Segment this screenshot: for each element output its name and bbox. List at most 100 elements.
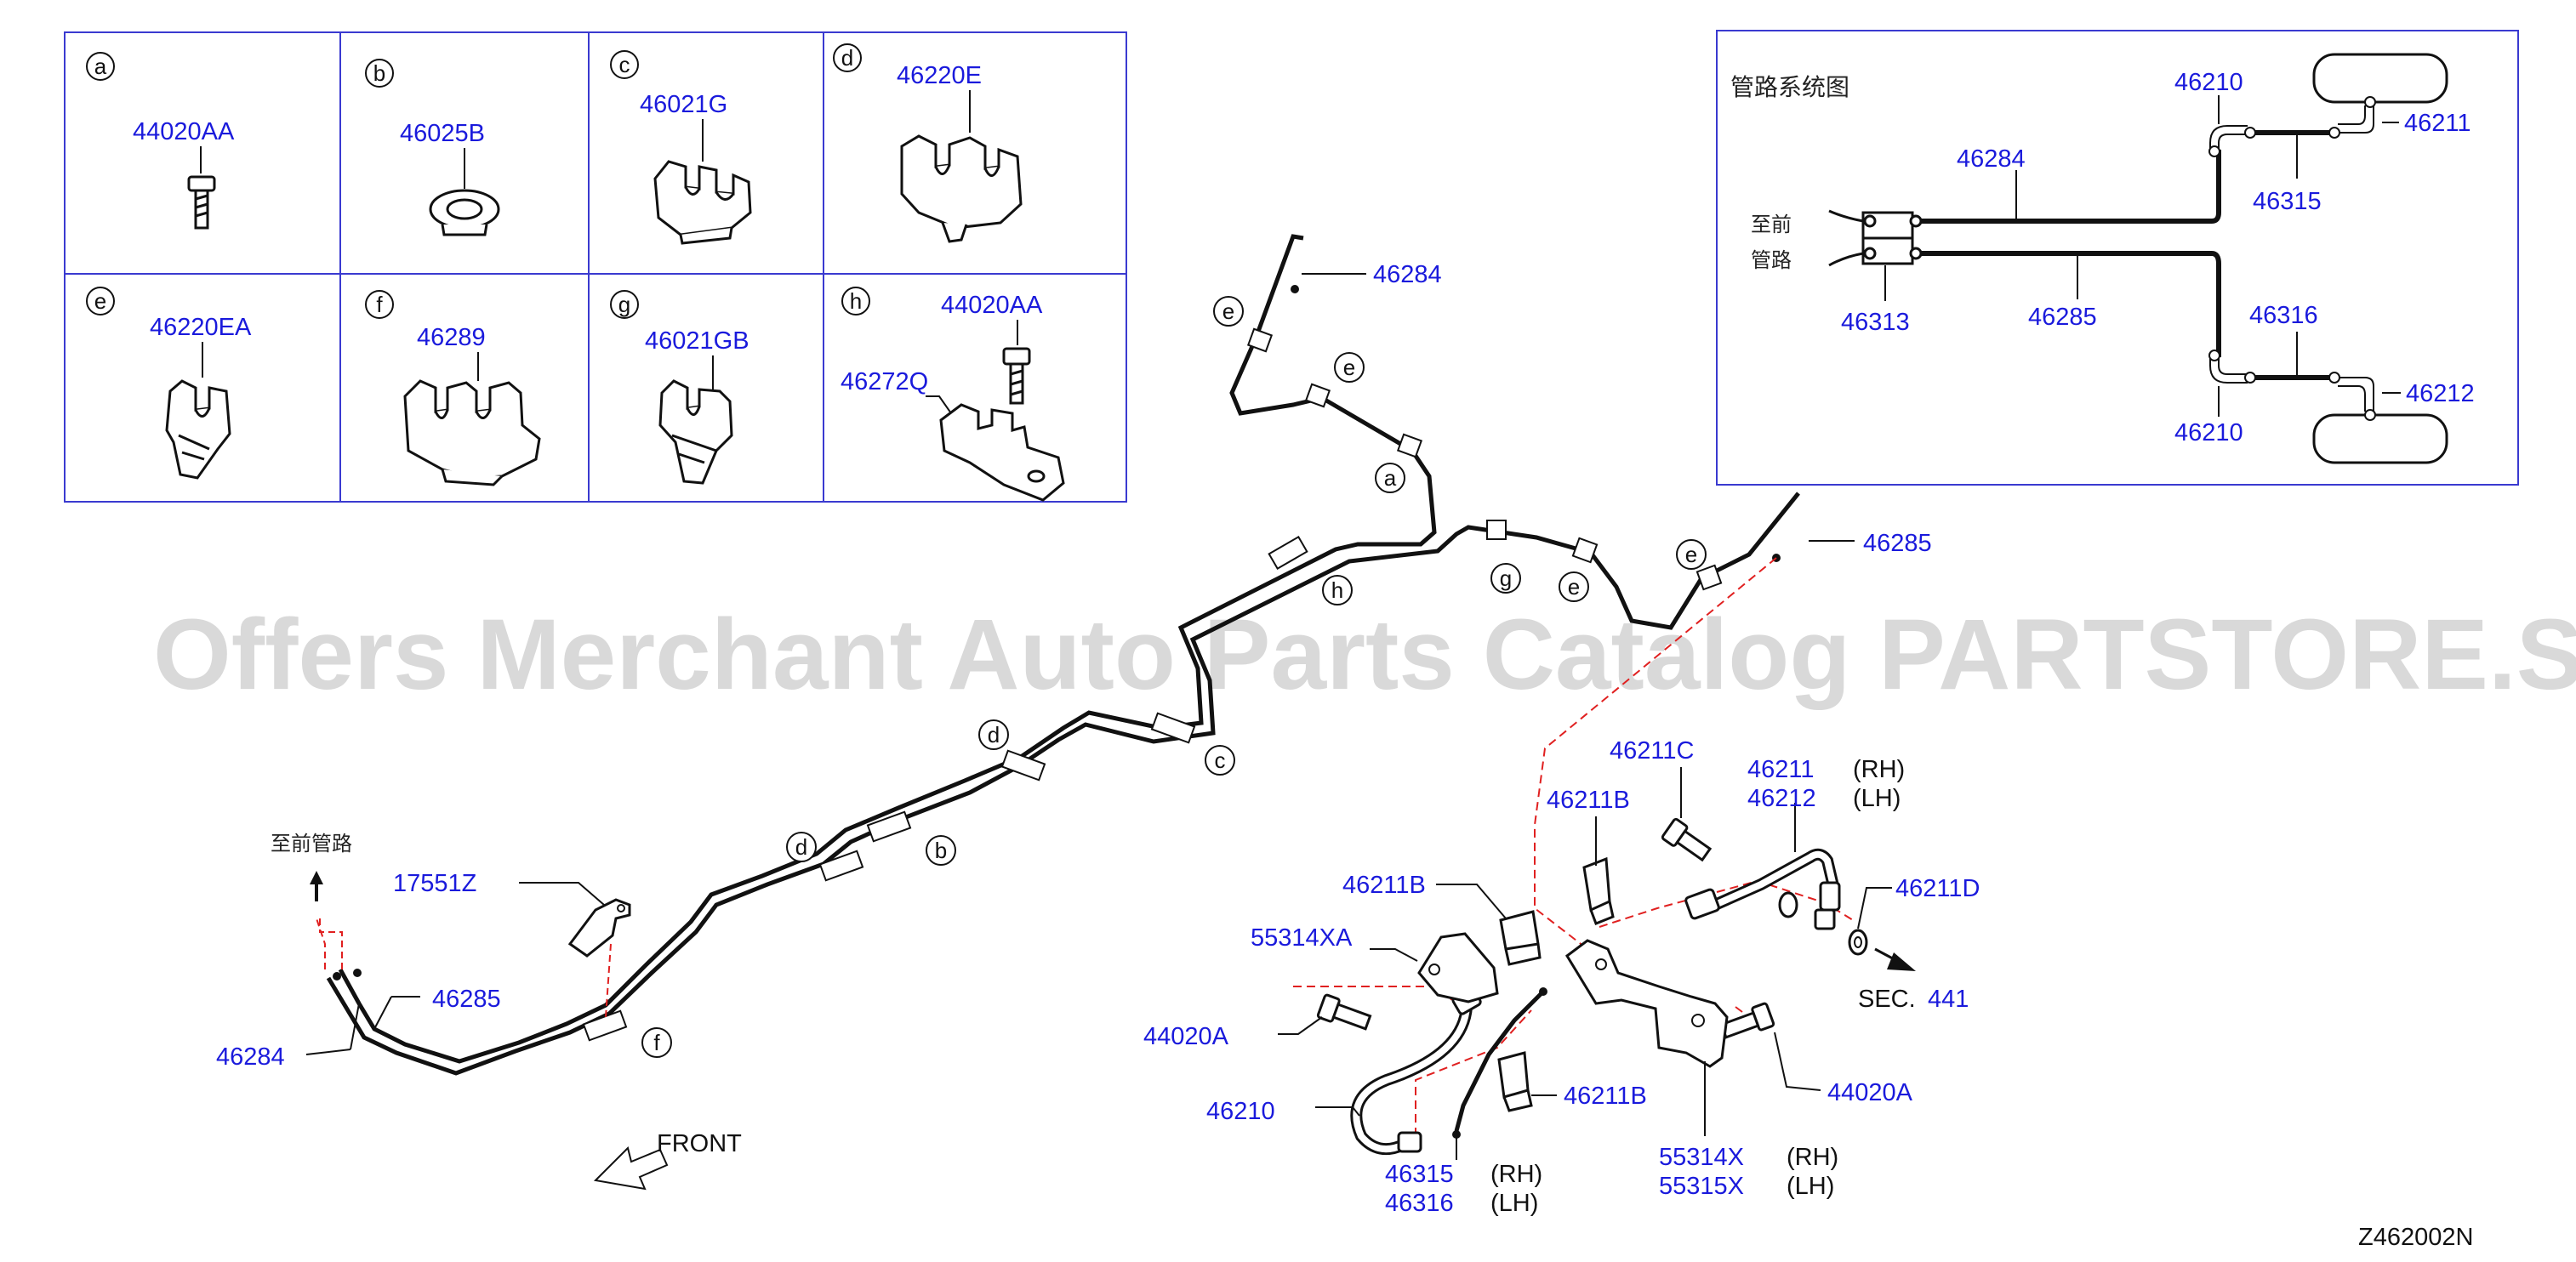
bolt-icon [1002,347,1031,405]
label-46285-left: 46285 [432,986,501,1013]
hose-46210-bottom [2218,357,2248,375]
part-number-46021GB: 46021GB [645,327,749,355]
from-front-label-1: 至前 [1751,213,1792,236]
label-46211D: 46211D [1895,875,1980,902]
from-front-label-2: 管路 [1751,248,1792,272]
part-number-46025B: 46025B [400,120,485,147]
callout-e: e [1685,542,1697,567]
label-17551Z: 17551Z [393,870,476,897]
callouts: e e a h g e e d c d b f [641,296,1707,1058]
callout-letter: a [94,54,107,79]
bolt-44020A-left: 44020A [1143,993,1372,1050]
label-44020A-right: 44020A [1827,1079,1913,1106]
hose-46210-top [2218,134,2248,150]
front-indicator: FRONT [593,1130,742,1191]
bracket-clip-icon [939,403,1065,502]
label-rh-1: (RH) [1853,756,1905,783]
label-46285: 46285 [2028,304,2097,331]
part-number-46289: 46289 [417,324,486,351]
label-46284-left: 46284 [216,1043,285,1071]
piping-system-diagram: 管路系统图 至前 管路 46210 [1716,30,2519,486]
label-46284: 46284 [1957,145,2026,173]
bracket-17551Z: 17551Z [393,870,631,1018]
grid-cell-c[interactable]: c 46021G [610,50,752,245]
label-46315: 46315 [2253,188,2322,215]
grid-cell-a[interactable]: a 44020AA [86,52,235,230]
front-arrow-icon [593,1146,669,1191]
label-55315X: 55315X [1659,1173,1744,1200]
label-46211C: 46211C [1610,737,1694,765]
grid-cell-b[interactable]: b 46025B [365,59,500,236]
grid-cell-h[interactable]: h 44020AA 46272Q [841,287,1065,502]
pipe-46285 [326,492,1800,1076]
pipe-46315-46316 [1454,990,1545,1132]
sec-number-link[interactable]: 441 [1928,986,1969,1013]
label-46211B-c: 46211B [1564,1083,1647,1110]
hose-46212 [2338,377,2374,412]
label-46211: 46211 [2404,110,2471,137]
washer-icon [1778,891,1798,918]
clip-46211B-b: 46211B [1547,787,1630,925]
junction-block [1828,209,1923,267]
pipe-clips [582,327,1723,1042]
to-front-piping-label: 至前管路 [271,832,352,856]
part-number-46220EA: 46220EA [150,314,252,341]
brake-pipe-assembly: e e a h g e e d c d b f [216,234,1980,1217]
grid-cell-g[interactable]: g 46021GB [610,290,749,485]
callout-h: h [1331,577,1343,603]
label-46285-right: 46285 [1863,530,1932,557]
part-number-46220E: 46220E [897,62,982,89]
callout-e: e [1568,574,1580,600]
label-46210-bottom: 46210 [2174,419,2243,446]
grid-cell-e[interactable]: e 46220EA [86,287,252,480]
label-46313: 46313 [1841,309,1910,336]
bolt-icon [187,175,216,230]
callout-letter: g [618,292,630,317]
bracket-55314XA: 55314XA [1251,924,1499,1003]
bracket-55314X: 55314X 55315X (RH) (LH) [1565,939,1838,1200]
sec-label: SEC. [1858,986,1916,1013]
grid-cell-f[interactable]: f 46289 [365,290,541,486]
part-number-46272Q: 46272Q [841,368,928,395]
label-46284-top: 46284 [1373,261,1442,288]
double-clip-icon [900,134,1023,243]
callout-letter: e [94,288,106,314]
hose-46211 [2338,105,2374,134]
label-46316: 46316 [2249,302,2318,329]
part-number-44020AA: 44020AA [133,118,235,145]
arrow-up-icon [310,871,323,884]
wheel-rear-right [2312,53,2448,104]
label-46210-top: 46210 [2174,69,2243,96]
part-number-46021G: 46021G [640,91,727,118]
label-lh-1: (LH) [1853,785,1901,812]
wheel-rear-left [2312,413,2448,464]
label-44020A-left: 44020A [1143,1023,1229,1050]
sec-441-reference[interactable]: SEC. 441 [1858,947,1969,1013]
label-lh-2: (LH) [1490,1190,1538,1217]
pipe-clip-icon [653,160,752,245]
callout-e: e [1343,355,1355,380]
callout-letter: h [850,288,862,314]
diagram-code: Z462002N [2358,1224,2473,1251]
callout-g: g [1500,566,1512,591]
grommet-icon [429,189,500,236]
label-46212: 46212 [2406,380,2475,407]
label-46316: 46316 [1385,1190,1454,1217]
clip-icon [165,379,231,480]
hose-46211-46212: 46211 46212 (RH) (LH) [1684,756,1905,930]
system-diagram-title: 管路系统图 [1730,73,1849,101]
callout-letter: b [373,60,385,86]
callout-d: d [988,722,1000,748]
clip-icon [658,379,733,485]
callout-letter: f [376,292,383,317]
label-46211B-b: 46211B [1547,787,1630,814]
label-46211: 46211 [1747,756,1815,783]
callout-a: a [1384,465,1397,491]
watermark: Offers Merchant Auto Parts Catalog PARTS… [153,599,2576,711]
callout-d: d [795,834,807,860]
label-46211B-a: 46211B [1342,872,1426,899]
clip-46211B-a: 46211B [1342,872,1542,966]
grid-cell-d[interactable]: d 46220E [833,43,1023,243]
left-pipe-end: 至前管路 46285 46284 [216,832,501,1071]
